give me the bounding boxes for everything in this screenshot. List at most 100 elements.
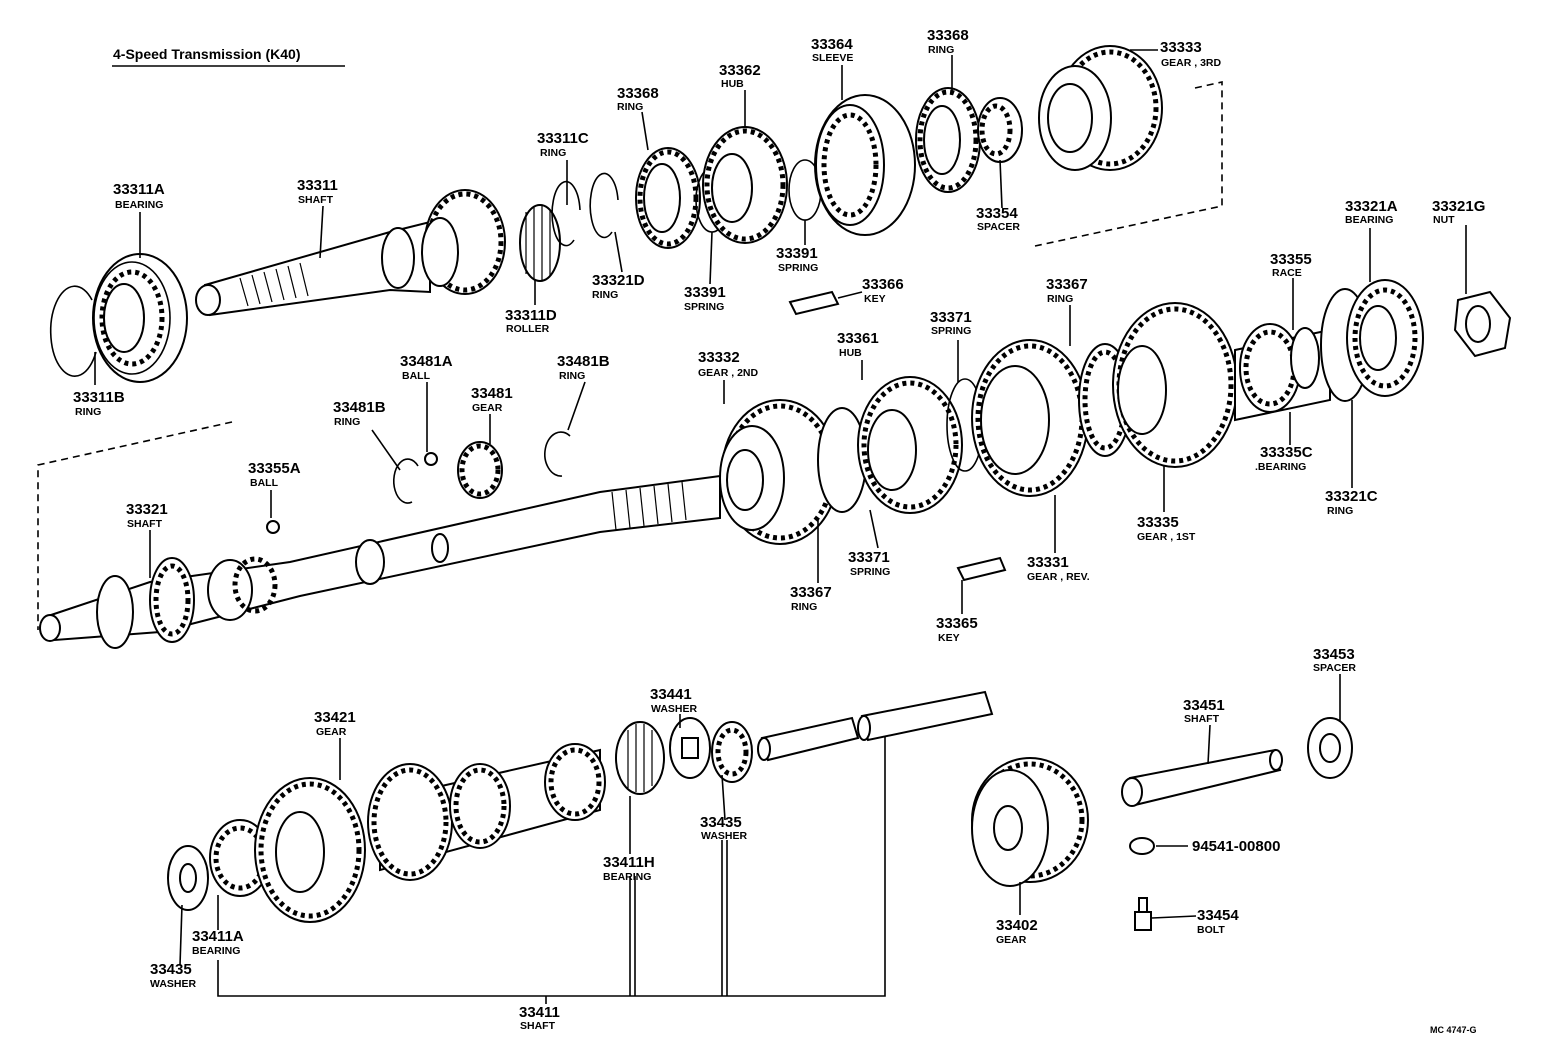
part-number: 33481 bbox=[471, 385, 513, 402]
part-description: RING bbox=[75, 406, 101, 418]
bearing-33321A-drawing bbox=[1346, 279, 1424, 397]
part-description: RING bbox=[1047, 293, 1073, 305]
part-description: HUB bbox=[721, 78, 744, 90]
leader-lines bbox=[94, 49, 1467, 966]
spacer-33453-drawing bbox=[1307, 717, 1353, 779]
part-number: 33311D bbox=[505, 307, 557, 324]
gear-33402-drawing bbox=[971, 757, 1089, 887]
part-94541-00800-drawing bbox=[1129, 837, 1155, 855]
roller-33311D-drawing bbox=[519, 204, 561, 282]
part-description: KEY bbox=[938, 632, 960, 644]
part-number: 33454 bbox=[1197, 907, 1239, 924]
part-description: SPACER bbox=[1313, 662, 1356, 674]
part-description: RING bbox=[617, 101, 643, 113]
part-number: 33331 bbox=[1027, 554, 1069, 571]
part-description: GEAR , 2ND bbox=[698, 367, 759, 379]
part-number: 33361 bbox=[837, 330, 879, 347]
part-number: 33368 bbox=[617, 85, 659, 102]
part-number: 94541-00800 bbox=[1192, 838, 1280, 855]
part-description: SLEEVE bbox=[812, 52, 853, 64]
part-number: 33321G bbox=[1432, 198, 1485, 215]
part-description: SPRING bbox=[778, 262, 818, 274]
part-description: ROLLER bbox=[506, 323, 550, 335]
ball-33481A-drawing bbox=[424, 452, 438, 466]
part-description: KEY bbox=[864, 293, 886, 305]
part-description: SHAFT bbox=[1184, 713, 1220, 725]
part-description: .BEARING bbox=[1255, 461, 1306, 473]
part-number: 33367 bbox=[790, 584, 832, 601]
part-description: GEAR bbox=[472, 402, 503, 414]
part-number: 33371 bbox=[930, 309, 972, 326]
callout-94541-00800: 94541-00800 bbox=[1192, 838, 1280, 855]
part-number: 33481A bbox=[400, 353, 453, 370]
part-description: SHAFT bbox=[298, 194, 334, 206]
part-number: 33411H bbox=[603, 854, 655, 871]
ring-33481B-drawing bbox=[392, 458, 419, 504]
output-shaft-33321-drawing bbox=[39, 474, 721, 649]
part-number: 33354 bbox=[976, 205, 1018, 222]
ring-33321D-drawing bbox=[589, 172, 619, 239]
part-number: 33311 bbox=[297, 177, 338, 194]
part-number: 33453 bbox=[1313, 646, 1355, 663]
gear-33331-drawing bbox=[971, 339, 1089, 497]
middle-dashed-guide bbox=[37, 421, 233, 630]
part-number: 33332 bbox=[698, 349, 740, 366]
part-description: GEAR , 1ST bbox=[1137, 531, 1196, 543]
snap-ring-33311B-drawing bbox=[49, 285, 97, 378]
sleeve-33364-drawing bbox=[814, 94, 916, 236]
part-number: 33321C bbox=[1325, 488, 1378, 505]
part-description: GEAR , REV. bbox=[1027, 571, 1090, 583]
upper-dashed-guide bbox=[1034, 81, 1223, 247]
ring-33311C-drawing bbox=[551, 180, 581, 247]
part-number: 33311A bbox=[113, 181, 165, 198]
shaft-33451-drawing bbox=[1121, 748, 1283, 807]
part-description: GEAR bbox=[316, 726, 347, 738]
ball-33355A-drawing bbox=[266, 520, 280, 534]
part-description: NUT bbox=[1433, 214, 1455, 226]
spacer-33354-drawing bbox=[977, 97, 1023, 163]
shaft-33411-bracket bbox=[217, 736, 886, 1004]
part-number: 33481B bbox=[333, 399, 386, 416]
part-description: WASHER bbox=[701, 830, 748, 842]
part-description: WASHER bbox=[651, 703, 698, 715]
part-description: SPACER bbox=[977, 221, 1020, 233]
part-description: BEARING bbox=[1345, 214, 1393, 226]
part-number: 33441 bbox=[650, 686, 692, 703]
bolt-33454-drawing bbox=[1134, 897, 1152, 931]
key-33365-drawing bbox=[956, 556, 1007, 582]
part-number: 33451 bbox=[1183, 697, 1225, 714]
part-description: RING bbox=[334, 416, 360, 428]
part-description: RING bbox=[928, 44, 954, 56]
part-description: RING bbox=[1327, 505, 1353, 517]
part-number: 33365 bbox=[936, 615, 978, 632]
part-number: 33371 bbox=[848, 549, 890, 566]
